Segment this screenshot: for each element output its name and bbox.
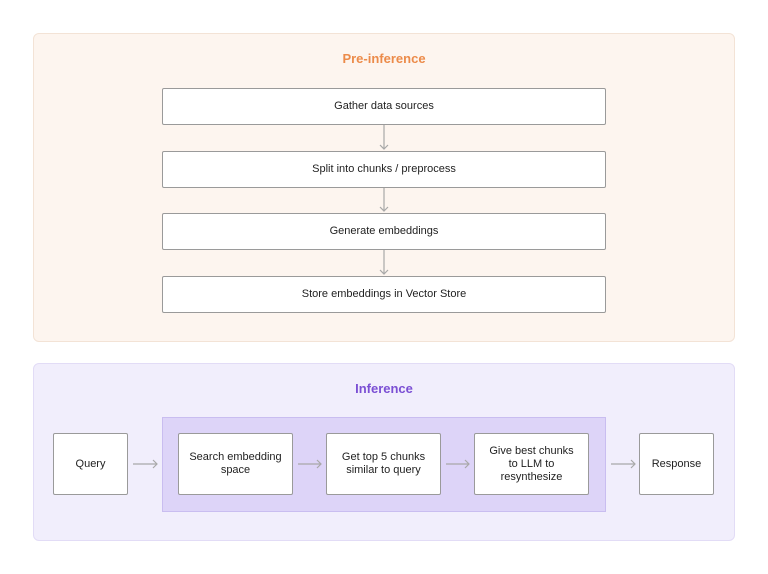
inference-title: Inference <box>355 381 413 396</box>
step-split-into-chunks: Split into chunks / preprocess <box>162 151 606 188</box>
step-generate-embeddings: Generate embeddings <box>162 213 606 250</box>
response-box: Response <box>639 433 714 495</box>
query-box: Query <box>53 433 128 495</box>
step-gather-data-sources: Gather data sources <box>162 88 606 125</box>
get-top-chunks-box: Get top 5 chunks similar to query <box>326 433 441 495</box>
step-store-embeddings: Store embeddings in Vector Store <box>162 276 606 313</box>
search-embedding-space-box: Search embedding space <box>178 433 293 495</box>
pre-inference-title: Pre-inference <box>342 51 426 66</box>
give-best-chunks-box: Give best chunks to LLM to resynthesize <box>474 433 589 495</box>
